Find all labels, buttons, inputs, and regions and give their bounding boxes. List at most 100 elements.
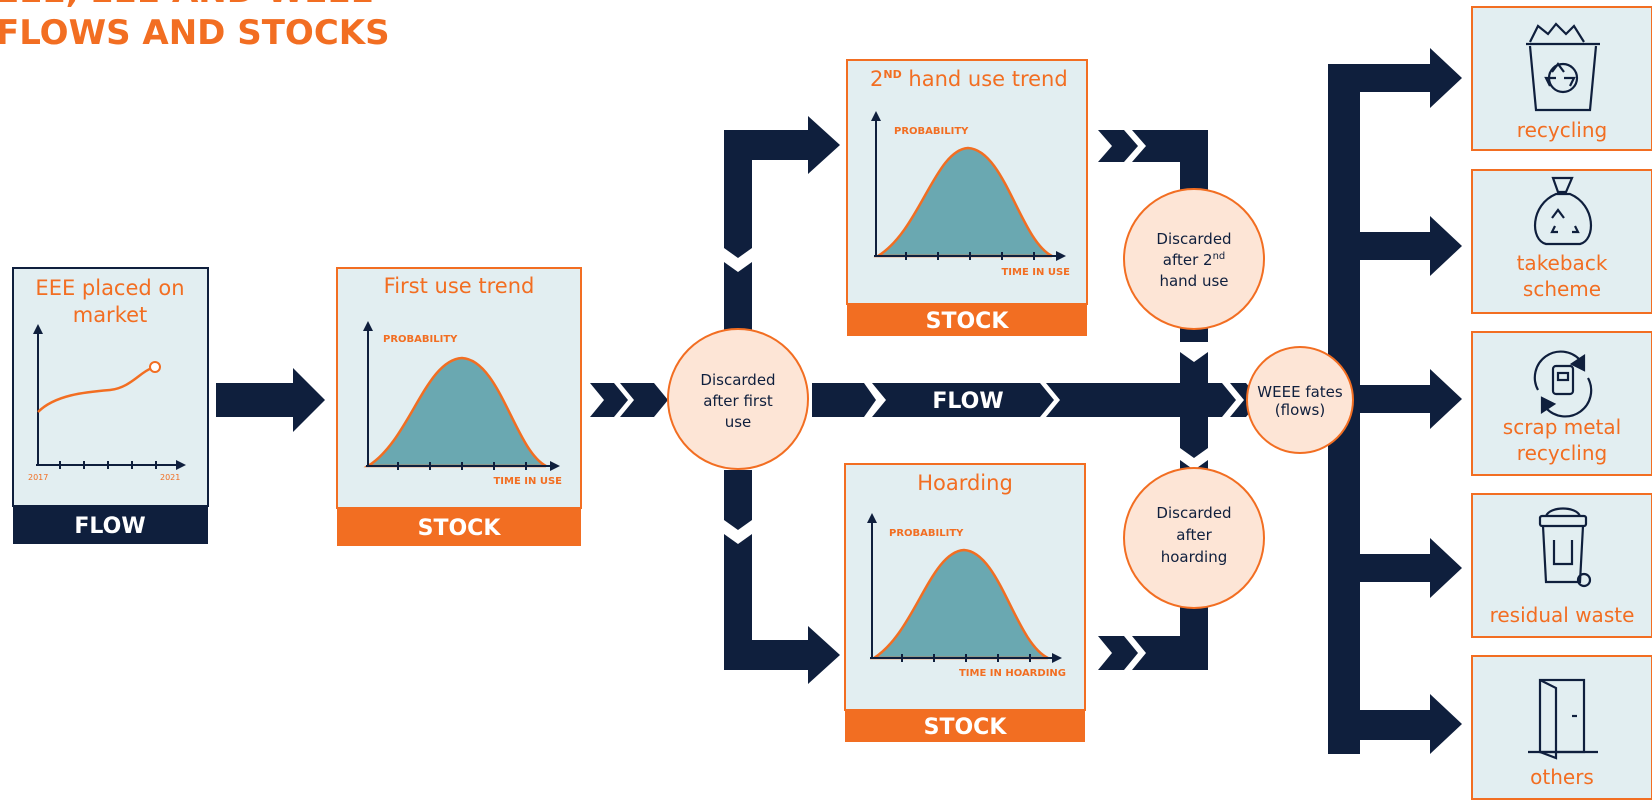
eee-card-band [13,506,208,544]
first-use-x-arrowhead [550,461,560,471]
circle-first-use-line3: use [725,413,752,431]
eee-y-arrowhead [33,324,43,334]
branch-up-stub [724,262,752,330]
circle-hoarding-line3: hoarding [1161,548,1228,566]
fate-residual-line1: residual waste [1490,603,1635,627]
second-hand-card: 2ND hand use trend PROBABILITY TIME IN U… [846,59,1088,336]
arrow-to-recycling [1328,48,1462,108]
second-hand-curve [873,146,1053,258]
hoarding-card-title: Hoarding [917,471,1013,495]
recycling-bin-icon [1526,22,1600,112]
hoarding-x-arrowhead [1052,653,1062,663]
chevron-1 [590,383,628,417]
second-hand-y-label: PROBABILITY [894,126,969,137]
flow-seg-1 [812,383,876,417]
eee-x-arrowhead [176,460,186,470]
circle-fates-shape [1246,346,1354,454]
first-use-card-title: First use trend [384,274,535,298]
circle-second-hand-shape [1123,188,1265,330]
eee-card-title-2: market [73,303,148,327]
second-hand-card-band-label: STOCK [926,309,1010,334]
circle-second-hand-line2: after 2nd [1163,251,1226,269]
circle-discarded-second-hand: Discarded after 2nd hand use [1123,188,1265,330]
fate-scrap-metal-line1: scrap metal [1503,415,1621,439]
hoarding-y-label: PROBABILITY [889,528,964,539]
circle-discarded-first-use: Discarded after first use [667,328,809,470]
circle-fates-line2: (flows) [1275,401,1325,419]
second-hand-card-band [847,304,1087,336]
first-use-x-label: TIME IN USE [493,476,562,487]
hoarding-y-arrowhead [867,513,877,523]
second-hand-card-title: 2ND hand use trend [870,67,1068,91]
eee-market-line [37,366,153,413]
arrow-to-takeback [1328,216,1462,276]
scrap-metal-icon [1533,350,1593,418]
eee-card: EEE placed on market 2017 2021 FLOW [12,267,209,544]
fate-card-residual: residual waste [1471,493,1652,638]
circle-first-use-line2: after first [703,392,773,410]
fate-card-scrap-metal: scrap metal recycling [1471,331,1652,476]
circle-hoarding-shape [1123,467,1265,609]
circle-weee-fates: WEEE fates (flows) [1246,346,1354,454]
circle-first-use-line1: Discarded [700,371,775,389]
eee-x-end: 2021 [160,473,180,482]
first-use-card-band-label: STOCK [418,516,502,541]
eee-card-axes [36,330,180,469]
title-line-2: FLOWS AND STOCKS [0,13,390,53]
arrow-to-hoarding [724,534,840,684]
fate-card-takeback: takeback scheme [1471,169,1652,314]
first-use-y-label: PROBABILITY [383,334,458,345]
hoarding-card: Hoarding PROBABILITY TIME IN HOARDING ST… [844,463,1086,742]
second-hand-axes [874,118,1058,260]
circle-second-hand-line1: Discarded [1156,230,1231,248]
second-hand-y-arrowhead [871,111,881,121]
flow-label: FLOW [932,389,1003,414]
arrow-to-second-hand [724,116,840,258]
circle-discarded-hoarding: Discarded after hoarding [1123,467,1265,609]
arrow-to-residual [1328,538,1462,598]
second-hand-x-arrowhead [1056,251,1066,261]
hoarding-axes [870,520,1054,662]
fate-card-others: others [1471,655,1652,800]
arrow-eee-to-first-use [216,368,325,432]
takeback-bag-icon [1533,176,1593,246]
first-use-y-arrowhead [363,321,373,331]
eee-market-endpoint [149,361,161,373]
fate-takeback-line1: takeback [1517,251,1608,275]
first-use-card-band [337,508,581,546]
circle-second-hand-line3: hand use [1159,272,1228,290]
hoarding-x-label: TIME IN HOARDING [959,668,1066,679]
second-hand-out-chevron-1 [1098,130,1138,162]
title-line-1: EEE, EEE AND WEEE [0,0,374,11]
hoarding-card-band-label: STOCK [924,715,1008,740]
fate-takeback-line2: scheme [1523,277,1601,301]
circle-hoarding-line1: Discarded [1156,504,1231,522]
branch-down-stub [724,470,752,530]
eee-x-start: 2017 [28,473,48,482]
flow-seg-2 [872,383,1054,417]
first-use-curve [363,356,547,468]
first-use-axes [366,328,552,470]
arrow-to-others [1328,694,1462,754]
eee-card-panel [12,267,209,507]
circle-fates-line1: WEEE fates [1257,383,1343,401]
vertical-mid [1180,352,1208,458]
fate-card-scrap-metal-panel [1471,331,1652,476]
fate-scrap-metal-line2: recycling [1517,441,1607,465]
second-hand-x-label: TIME IN USE [1001,267,1070,278]
circle-first-use-shape [667,328,809,470]
eee-card-title-1: EEE placed on [35,276,184,300]
fate-card-residual-panel [1471,493,1652,638]
residual-bin-icon [1538,507,1592,588]
circle-hoarding-line2: after [1176,526,1212,544]
eee-card-band-label: FLOW [74,514,145,539]
connectors [216,48,1462,754]
fate-others-line1: others [1530,765,1594,789]
fate-recycling-line1: recycling [1517,118,1607,142]
first-use-card: First use trend PROBABILITY TIME IN USE … [336,267,582,546]
chevron-2 [620,383,668,417]
hoarding-card-band [845,710,1085,742]
hoarding-out-chevron [1098,636,1138,670]
